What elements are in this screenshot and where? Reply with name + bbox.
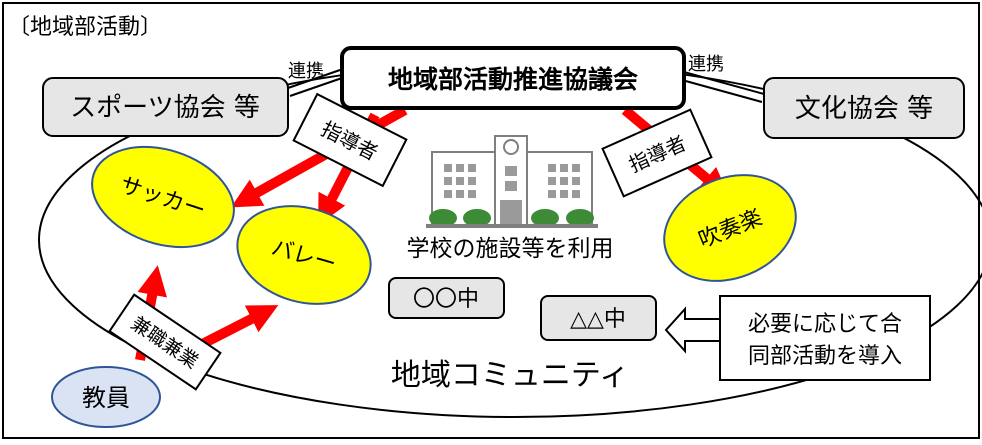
- note-line-2: 同部活動を導入: [748, 344, 902, 369]
- frame-title: 〔地域部活動〕: [8, 15, 162, 40]
- school-box-b: [540, 295, 657, 341]
- sports-association-box: [42, 77, 289, 137]
- council-box: [340, 46, 686, 110]
- school-box-a: [388, 277, 505, 319]
- teacher-label: 教員: [82, 384, 130, 412]
- club-brass: [663, 174, 797, 282]
- council-label: 地域部活動推進協議会: [388, 65, 638, 94]
- school-use-label: 学校の施設等を利用: [407, 236, 614, 262]
- community-label: 地域コミュニティ: [391, 358, 629, 393]
- leader-box-left: [292, 92, 408, 188]
- sports-association-label: スポーツ協会 等: [70, 93, 260, 123]
- note-box: [719, 295, 931, 381]
- club-soccer: [91, 145, 235, 249]
- school-label-b: △△中: [570, 307, 626, 332]
- community-label-bg: [355, 352, 665, 394]
- culture-association-label: 文化協会 等: [795, 94, 933, 124]
- side-job-box: [108, 293, 222, 391]
- culture-association-box: [763, 77, 965, 139]
- hollow-arrow-icon: [664, 306, 721, 354]
- school-label-a: 〇〇中: [413, 287, 479, 312]
- school-building-icon: [426, 135, 598, 228]
- note-line-1: 必要に応じて合: [748, 312, 902, 337]
- leader-box-right: [601, 108, 713, 198]
- link-label-right: 連携: [688, 54, 724, 75]
- club-volley: [236, 205, 372, 305]
- teacher-ellipse: [51, 366, 161, 428]
- link-label-left: 連携: [288, 61, 324, 82]
- link-lines: [287, 69, 765, 103]
